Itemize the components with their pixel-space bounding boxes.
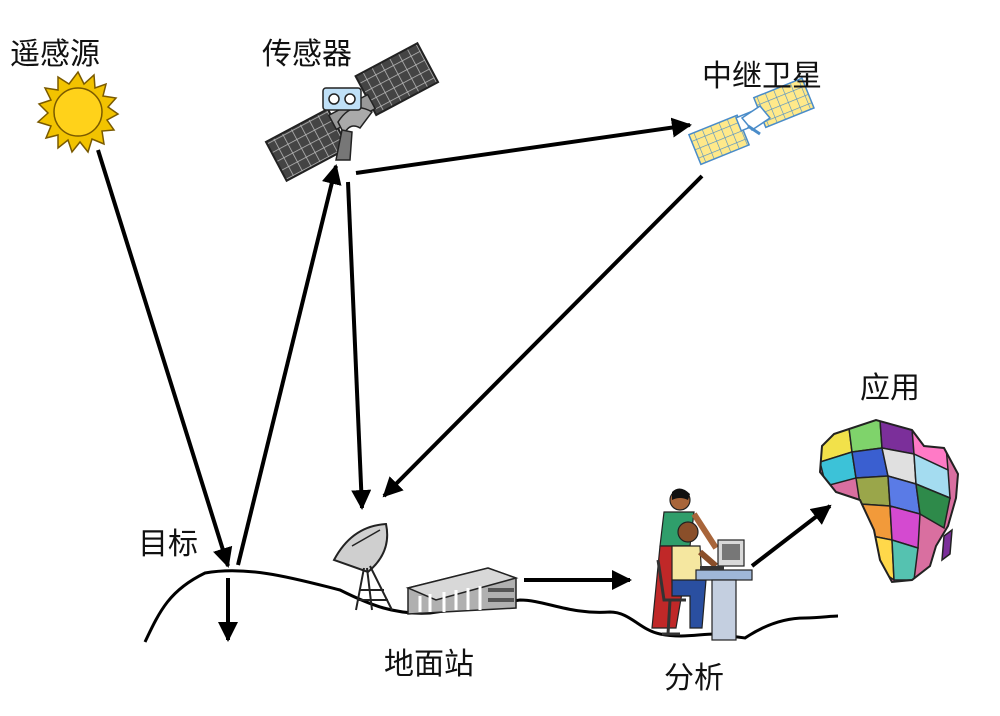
arrow-analysis-to-application: [750, 504, 832, 568]
label-sensor: 传感器: [262, 37, 352, 72]
label-analysis: 分析: [664, 661, 724, 696]
label-target: 目标: [138, 527, 198, 562]
arrow-sensor-to-ground-station: [346, 181, 372, 510]
label-application: 应用: [860, 371, 920, 406]
arrow-sensor-to-relay: [355, 117, 692, 175]
arrow-target-to-sensor: [236, 164, 342, 566]
station-building-icon: [405, 567, 519, 615]
arrows: [96, 117, 832, 642]
relay-satellite-icon: [687, 77, 815, 166]
africa-map-icon: [818, 418, 960, 584]
label-remote-sensing-source: 遥感源: [10, 37, 100, 72]
terrain-line: [143, 569, 839, 643]
label-ground-station: 地面站: [384, 647, 474, 682]
satellite-icon: [264, 41, 440, 183]
sun-icon: [36, 70, 120, 154]
arrow-relay-to-ground-station: [382, 174, 704, 498]
dish-antenna-icon: [332, 522, 393, 611]
arrow-source-to-target: [96, 149, 233, 568]
people-computer-icon: [651, 488, 753, 641]
label-relay-satellite: 中继卫星: [702, 59, 822, 94]
